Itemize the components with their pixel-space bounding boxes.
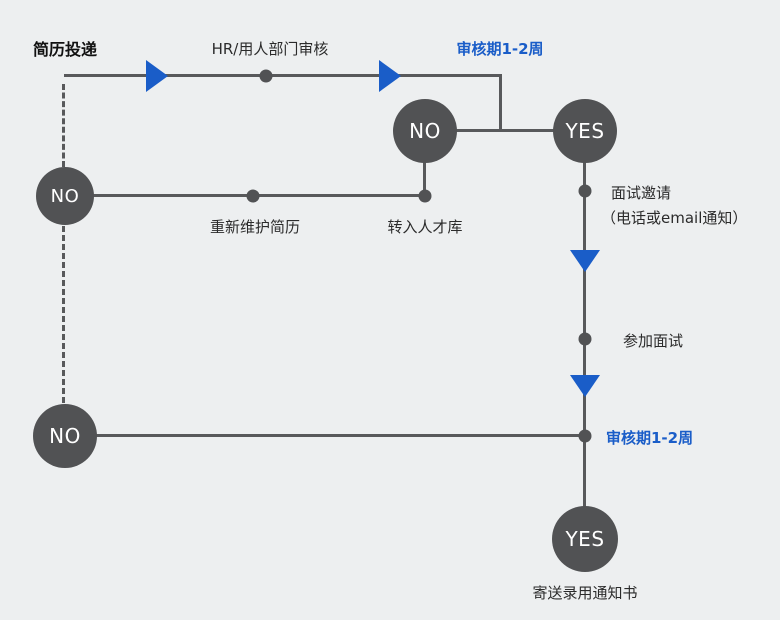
decision-node-no-top: NO (393, 99, 457, 163)
arrow-down-icon (570, 375, 600, 397)
arrow-right-icon (146, 60, 168, 92)
decision-node-no-mid: NO (36, 167, 94, 225)
label-interview-invite-note: （电话或email通知） (601, 209, 748, 227)
connector-dot (578, 332, 592, 346)
label-interview-invite: 面试邀请 (611, 184, 672, 202)
arrow-down-icon (570, 250, 600, 272)
flow-line-bottom (65, 434, 585, 437)
flow-line-no-yes (425, 129, 585, 132)
connector-dot (418, 189, 432, 203)
decision-node-no-bottom: NO (33, 404, 97, 468)
flow-line-mid (65, 194, 425, 197)
label-review-period-bottom: 审核期1-2周 (606, 429, 694, 447)
connector-dot (246, 189, 260, 203)
flow-line-top-drop (499, 74, 502, 132)
connector-dot (578, 184, 592, 198)
label-review-period-top: 审核期1-2周 (456, 40, 544, 58)
connector-dot (259, 69, 273, 83)
label-resume-submission: 简历投递 (33, 40, 98, 59)
label-hr-review: HR/用人部门审核 (211, 40, 329, 58)
dashed-line-lower (62, 226, 65, 403)
label-talent-pool: 转入人才库 (387, 218, 463, 236)
dashed-line-upper (62, 84, 65, 167)
decision-node-yes-top: YES (553, 99, 617, 163)
label-send-offer: 寄送录用通知书 (532, 584, 638, 602)
flow-line-no-drop (423, 158, 426, 198)
label-attend-interview: 参加面试 (623, 332, 684, 350)
flow-line-top (64, 74, 501, 77)
connector-dot (578, 429, 592, 443)
label-remaintain-resume: 重新维护简历 (209, 218, 300, 236)
arrow-right-icon (379, 60, 401, 92)
decision-node-yes-bottom: YES (552, 506, 618, 572)
